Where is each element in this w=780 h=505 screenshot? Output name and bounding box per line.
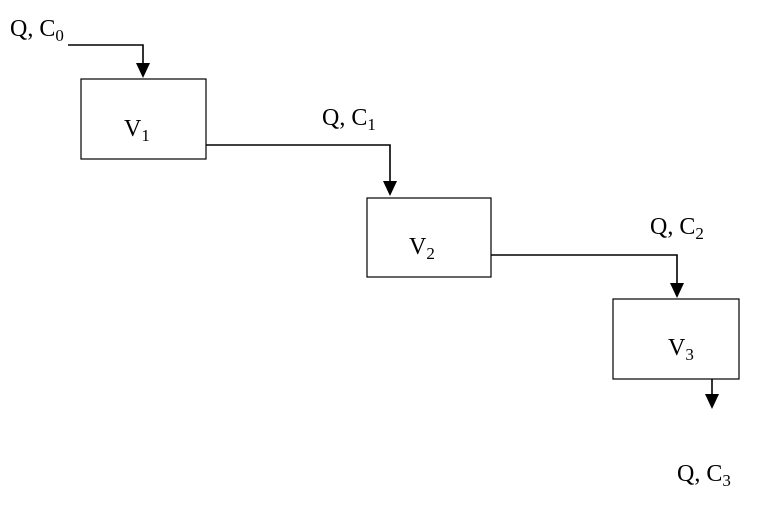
tank-v1: V1	[81, 79, 206, 159]
outflow-arrow	[705, 379, 719, 409]
inflow-line	[68, 45, 143, 68]
flow-label-c1: Q, C1	[322, 105, 376, 134]
inflow-arrow	[68, 45, 150, 78]
outflow-arrowhead	[705, 394, 719, 409]
flow-label-c3: Q, C3	[677, 461, 731, 490]
flow-label-c2: Q, C2	[650, 214, 704, 243]
tank-v2: V2	[367, 198, 491, 277]
inflow-arrowhead	[136, 63, 150, 78]
flow-arrow-1-2	[206, 145, 397, 196]
flow-arrowhead-1-2	[383, 181, 397, 196]
flow-arrowhead-2-3	[670, 283, 684, 298]
flow-label-c0: Q, C0	[10, 16, 64, 45]
flow-arrow-2-3	[491, 255, 684, 298]
tank-v1-box	[81, 79, 206, 159]
tank-v2-box	[367, 198, 491, 277]
flow-line-1-2	[206, 145, 390, 184]
flow-line-2-3	[491, 255, 677, 285]
tank-v3: V3	[613, 299, 739, 379]
